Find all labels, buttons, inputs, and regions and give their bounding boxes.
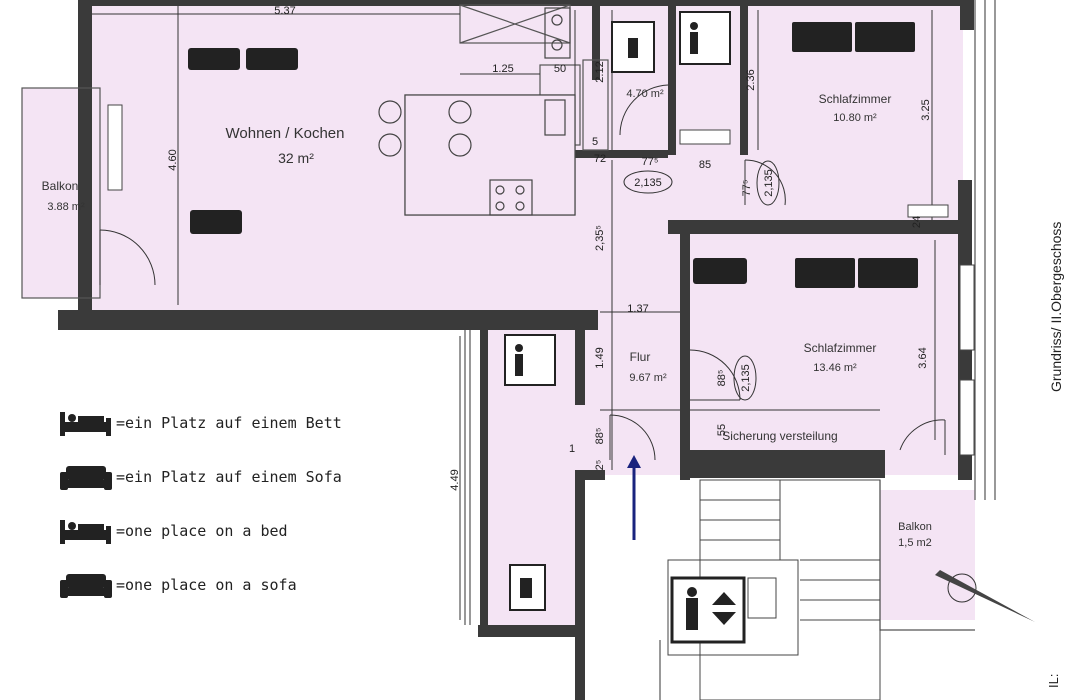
legend-text: =ein Platz auf einem Bett — [116, 414, 342, 432]
balcony-west-area: 3.88 m² — [47, 201, 85, 213]
toilet-sign-icon — [509, 21, 655, 611]
hallway-area: 9.67 m² — [629, 372, 667, 384]
bedroom-1-area: 10.80 m² — [833, 112, 877, 124]
north-arrow-icon — [935, 570, 1035, 622]
dim-149: 1.49 — [594, 347, 606, 368]
dim-2135c-ellipse: 2,135 — [733, 355, 757, 401]
legend-row-sofa-de: =ein Platz auf einem Sofa — [60, 464, 342, 490]
dim-55: 55 — [716, 424, 728, 436]
dim-775a: 77⁵ — [642, 156, 659, 168]
living-room-name: Wohnen / Kochen — [226, 125, 345, 142]
sofa-icon — [60, 466, 112, 490]
kitchen-island — [378, 7, 576, 216]
dim-364: 3.64 — [917, 347, 929, 368]
sofa-icon — [60, 574, 112, 598]
bed-icon — [792, 22, 918, 288]
dim-living-depth: 4.60 — [167, 149, 179, 170]
legend-text: =one place on a sofa — [116, 576, 297, 594]
dimension-lines — [92, 6, 936, 620]
dim-449: 4.49 — [449, 469, 461, 490]
sofa-icon — [188, 48, 747, 284]
dim-bed1-right: 3.25 — [920, 99, 932, 120]
shower-sign-icon — [504, 11, 731, 386]
bedroom-1-name: Schlafzimmer — [819, 92, 892, 106]
dim-885b: 88⁵ — [594, 428, 606, 445]
door-swings — [99, 84, 946, 461]
bedroom-2-name: Schlafzimmer — [804, 341, 877, 355]
bathroom-top-area: 4.70 m² — [626, 88, 664, 100]
plan-title: Grundriss/ II.Obergeschoss — [1048, 221, 1064, 392]
entry-arrow-icon — [627, 455, 641, 540]
legend-row-bed-en: =one place on a bed — [60, 518, 288, 544]
windows — [107, 104, 975, 456]
dim-25: 2⁵ — [594, 460, 606, 471]
balcony-west-name: Balkon — [42, 179, 79, 193]
dim-2135a-ellipse: 2,135 — [623, 170, 673, 194]
dim-885a: 88⁵ — [716, 370, 728, 387]
dim-counter-small: 50 — [554, 63, 566, 75]
dim-2355: 2,35⁵ — [594, 225, 606, 251]
balcony-east-name: Balkon — [898, 521, 932, 533]
bed-icon — [60, 520, 111, 544]
dim-85: 85 — [699, 159, 711, 171]
dim-137: 1.37 — [627, 303, 648, 315]
fuse-box-label: Sicherung versteilung — [722, 429, 837, 443]
dim-2135b-ellipse: 2,135 — [756, 160, 780, 206]
legend-text: =ein Platz auf einem Sofa — [116, 468, 342, 486]
dim-5: 5 — [592, 136, 598, 148]
dim-bed1-left: 2.36 — [745, 69, 757, 90]
dim-24: 24 — [911, 216, 923, 228]
dim-72: 72 — [594, 153, 606, 165]
living-room-area: 32 m² — [278, 150, 314, 166]
dim-2135c: 2,135 — [740, 364, 752, 392]
dim-bath-width: 2.12 — [594, 61, 606, 82]
bedroom-2-area: 13.46 m² — [813, 362, 857, 374]
balcony-east-area: 1,5 m2 — [898, 537, 932, 549]
legend-row-sofa-en: =one place on a sofa — [60, 572, 297, 598]
dim-775b: 77⁵ — [741, 180, 753, 197]
dim-2135b: 2,135 — [763, 169, 775, 197]
legend-text: =one place on a bed — [116, 522, 288, 540]
legend-row-bed-de: =ein Platz auf einem Bett — [60, 410, 342, 436]
hallway-name: Flur — [630, 350, 651, 364]
bed-icon — [60, 412, 111, 436]
dim-2135a: 2,135 — [634, 177, 662, 189]
dim-counter: 1.25 — [492, 63, 513, 75]
dim-1: 1 — [569, 443, 575, 455]
corner-label: IL: — [1046, 673, 1061, 688]
elevator-icon — [670, 576, 746, 644]
dim-living-width: 5.37 — [274, 5, 295, 17]
